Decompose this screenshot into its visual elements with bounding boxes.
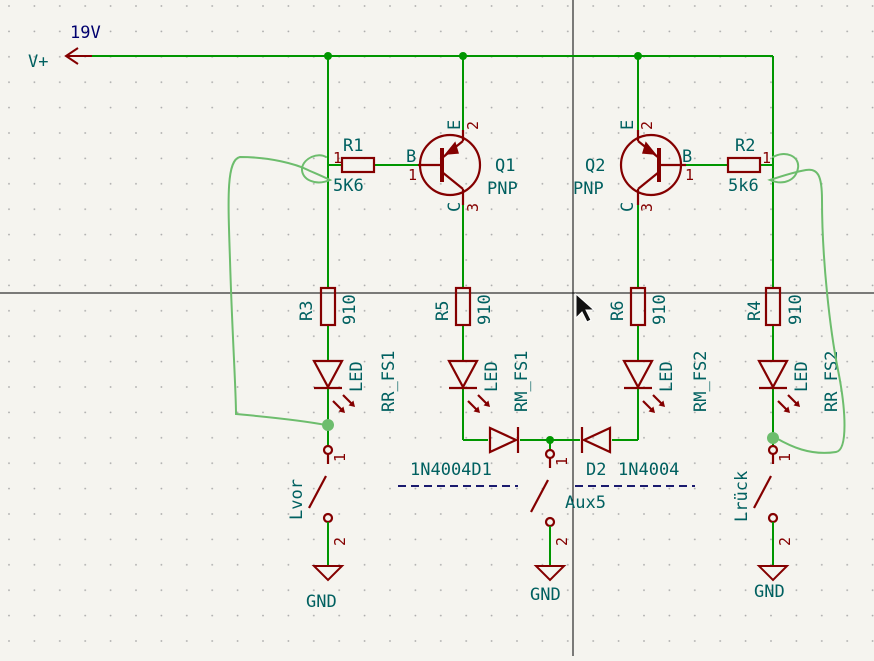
gnd3-label: GND [754, 582, 785, 602]
resistor-r2[interactable]: R2 5k6 1 [726, 136, 771, 196]
resistor-r3[interactable]: R3 910 [297, 286, 360, 327]
annotation-dot-right [767, 432, 779, 444]
led3-ref: RM_FS2 [691, 351, 711, 412]
transistor-q2[interactable]: B 1 E 2 C 3 Q2 PNP [573, 120, 694, 212]
q2-pin-c: C [618, 202, 638, 212]
gnd2-label: GND [530, 585, 561, 605]
q1-pin-e: E [445, 120, 465, 130]
led4-type: LED [792, 361, 812, 392]
r6-value: 910 [650, 294, 670, 325]
led2-ref: RM_FS1 [512, 351, 532, 412]
d1-label: 1N4004D1 [410, 460, 492, 480]
r3-ref: R3 [297, 301, 317, 321]
sw2-pin2: 2 [553, 537, 571, 546]
q2-pin-b: B [682, 147, 692, 167]
sw2-ref: Aux5 [565, 493, 606, 513]
supply-name-label: V+ [28, 52, 48, 72]
resistor-r6[interactable]: R6 910 [608, 286, 670, 327]
r1-pin1: 1 [333, 149, 342, 167]
q1-num-c: 3 [464, 203, 482, 212]
led2-type: LED [482, 361, 502, 392]
gnd1-label: GND [306, 592, 337, 612]
gnd-symbol-1[interactable]: GND [306, 565, 345, 612]
led3-type: LED [657, 361, 677, 392]
q1-num-e: 2 [464, 121, 482, 130]
led-rr-fs2[interactable]: LED RR_FS2 [757, 351, 842, 414]
resistor-r1[interactable]: R1 5K6 1 [333, 136, 376, 196]
hand-drawn-annotation-right [767, 153, 846, 454]
led-rr-fs1[interactable]: LED RR_FS1 [312, 351, 399, 414]
r1-ref: R1 [343, 136, 363, 156]
r1-value: 5K6 [333, 176, 364, 196]
supply-voltage-label: 19V [70, 23, 101, 43]
resistor-r4[interactable]: R4 910 [745, 286, 806, 327]
transistor-q1[interactable]: B 1 E 2 C 3 Q1 PNP [406, 120, 518, 212]
led1-ref: RR_FS1 [379, 351, 399, 412]
q1-type: PNP [487, 179, 518, 199]
led-rm-fs2[interactable]: LED RM_FS2 [622, 351, 711, 414]
r6-ref: R6 [608, 301, 628, 321]
hand-drawn-annotation-left [227, 154, 334, 431]
r3-value: 910 [340, 294, 360, 325]
r5-value: 910 [475, 294, 495, 325]
switch-lrueck[interactable]: 1 2 Lrück [732, 444, 794, 566]
q2-num-c: 3 [638, 203, 656, 212]
r5-ref: R5 [433, 301, 453, 321]
power-symbol-vplus[interactable]: 19V V+ [28, 23, 101, 72]
q1-ref: Q1 [495, 156, 515, 176]
resistor-r5[interactable]: R5 910 [433, 286, 495, 327]
led-rm-fs1[interactable]: LED RM_FS1 [447, 351, 532, 414]
gnd-symbol-2[interactable]: GND [530, 565, 567, 605]
sw3-ref: Lrück [732, 471, 752, 522]
d2-value: 1N4004 [618, 460, 679, 480]
r4-ref: R4 [745, 301, 765, 321]
diode-d1[interactable]: 1N4004D1 [398, 426, 520, 487]
q2-type: PNP [573, 179, 604, 199]
switch-lvor[interactable]: 1 2 Lvor [287, 444, 349, 566]
q1-pin-c: C [445, 202, 465, 212]
d2-ref: D2 [586, 460, 606, 480]
diode-d2[interactable]: D2 1N4004 [575, 426, 695, 487]
q1-num-b: 1 [408, 166, 417, 184]
q2-ref: Q2 [585, 156, 605, 176]
wires [92, 55, 774, 450]
q2-pin-e: E [618, 120, 638, 130]
led1-type: LED [347, 361, 367, 392]
junction-dots [324, 52, 642, 444]
sw3-pin1: 1 [776, 453, 794, 462]
sw1-pin1: 1 [331, 453, 349, 462]
q2-num-e: 2 [638, 121, 656, 130]
gnd-symbol-3[interactable]: GND [754, 565, 790, 602]
sw1-pin2: 2 [331, 537, 349, 546]
annotation-dot-left [322, 419, 334, 431]
r2-value: 5k6 [728, 176, 759, 196]
sw1-ref: Lvor [287, 479, 307, 520]
led4-ref: RR_FS2 [822, 351, 842, 412]
q2-num-b: 1 [685, 166, 694, 184]
q1-pin-b: B [406, 147, 416, 167]
r2-pin1: 1 [762, 149, 771, 167]
sw3-pin2: 2 [776, 537, 794, 546]
switch-aux5[interactable]: 1 2 Aux5 [530, 448, 606, 566]
sw2-pin1: 1 [553, 457, 571, 466]
mouse-pointer-icon [575, 292, 596, 323]
r2-ref: R2 [735, 136, 755, 156]
r4-value: 910 [786, 294, 806, 325]
